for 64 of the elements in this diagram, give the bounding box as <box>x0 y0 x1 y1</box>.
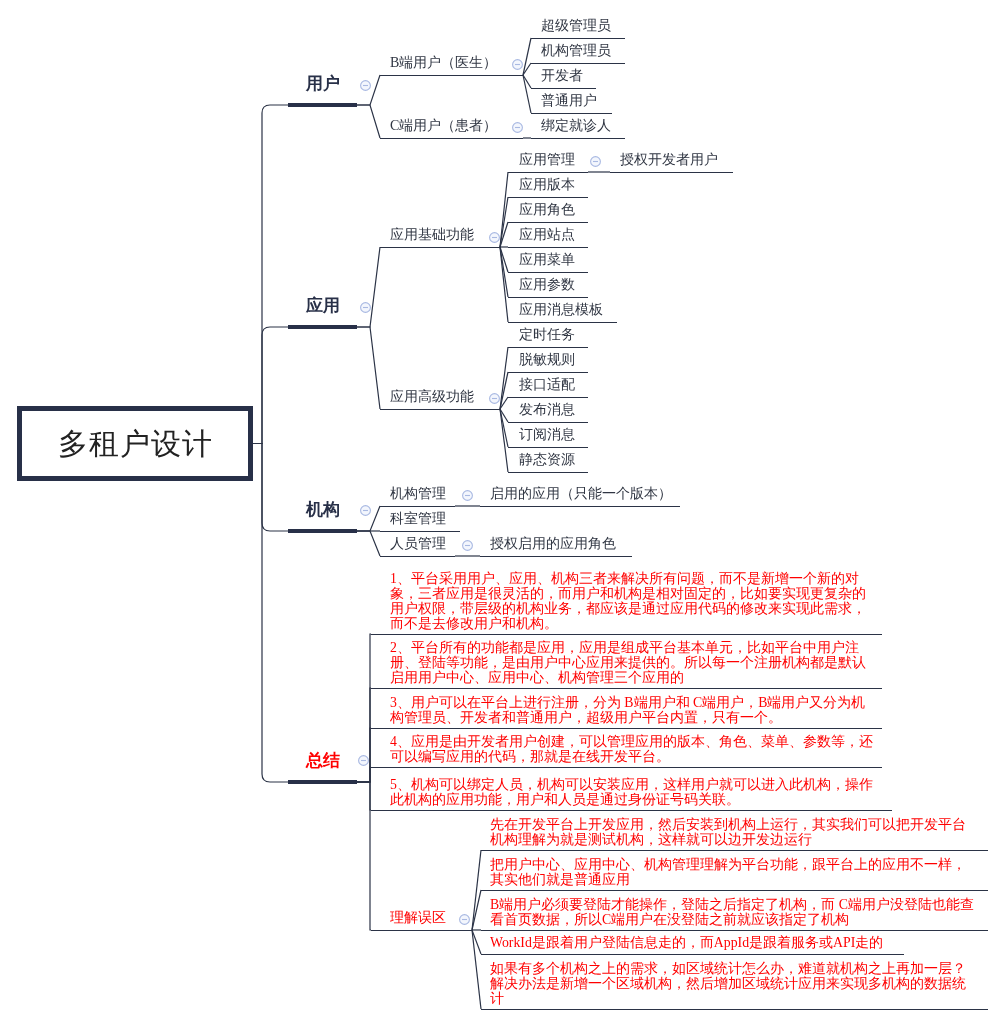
connector-line <box>471 889 482 931</box>
note-text: 1、平台采用用户、应用、机构三者来解决所有问题，而不是新增一个新的对象，三者应用是很灵活的，而用户和机构是相对固定的，比如要实现更复杂的用户权限，带层级的机构业务，都应该是通过应用代码的修改来实现此需求，而不是去修改用户和机构。 <box>371 568 882 635</box>
title-box: 多租户设计 <box>17 406 253 481</box>
topic-label: 人员管理 <box>380 532 455 557</box>
connector-line <box>522 137 532 139</box>
topic-label: 机构管理员 <box>531 39 625 64</box>
topic-label: 科室管理 <box>380 507 460 532</box>
branch-heading: 应用 <box>288 292 357 329</box>
note-text: 4、应用是由开发者用户创建，可以管理应用的版本、角色、菜单、参数等，还可以编写应用的代码，那就是在线开发平台。 <box>371 730 882 768</box>
topic-label: 应用管理 <box>508 148 588 173</box>
topic-label: 发布消息 <box>508 398 588 423</box>
topic-label: 机构管理 <box>380 482 455 507</box>
topic-label: 普通用户 <box>531 89 612 114</box>
connector-line <box>454 555 481 557</box>
topic-label: 应用版本 <box>508 173 588 198</box>
connector-line <box>499 408 509 423</box>
connector-line <box>356 326 381 410</box>
connector-line <box>499 246 509 248</box>
topic-label: 应用站点 <box>508 223 588 248</box>
connector-line <box>522 62 532 76</box>
connector-line <box>471 929 482 1010</box>
connector-line <box>522 74 532 89</box>
topic-label: 订阅消息 <box>508 423 588 448</box>
topic-label: 应用菜单 <box>508 248 588 273</box>
topic-label: 应用消息模板 <box>508 298 617 323</box>
topic-label: 开发者 <box>531 64 596 89</box>
branch-heading: 用户 <box>288 70 357 107</box>
topic-label: 应用角色 <box>508 198 588 223</box>
note-text: B端用户必须要登陆才能操作，登陆之后指定了机构，而 C端用户没登陆也能查看首页数据，所以C端用户在没登陆之前就应该指定了机构 <box>481 892 988 931</box>
connector-line <box>356 104 381 139</box>
connector-line <box>499 408 509 473</box>
connector-line <box>356 781 372 931</box>
topic-label: 超级管理员 <box>531 14 625 39</box>
note-text: 3、用户可以在平台上进行注册，分为 B端用户和 C端用户，B端用户又分为机构管理员、开发者和普通用户，超级用户平台内置，只有一个。 <box>371 690 882 729</box>
topic-label: 绑定就诊人 <box>531 114 625 139</box>
connector-line <box>499 396 509 410</box>
connector-line <box>499 246 509 323</box>
connector-line <box>522 74 532 114</box>
topic-label: 授权开发者用户 <box>610 148 733 173</box>
branch-heading: 机构 <box>288 496 357 533</box>
note-text: 2、平台所有的功能都是应用，应用是组成平台基本单元，比如平台中用户注册、登陆等功能，是由用户中心应用来提供的。所以每一个注册机构都是默认启用用户中心、应用中心、机构管理三个应用的 <box>371 636 882 689</box>
connector-line <box>471 849 482 931</box>
connector-line <box>356 530 381 557</box>
branch-heading: 总结 <box>288 747 357 784</box>
topic-label: 脱敏规则 <box>508 348 588 373</box>
topic-label: 应用参数 <box>508 273 588 298</box>
topic-label: 授权启用的应用角色 <box>480 532 632 557</box>
topic-label: 静态资源 <box>508 448 588 473</box>
connector-line <box>454 505 481 507</box>
connector-line <box>471 929 482 955</box>
note-text: 把用户中心、应用中心、机构管理理解为平台功能，跟平台上的应用不一样，其实他们就是普通应用 <box>481 852 988 891</box>
connector-line <box>499 221 509 248</box>
connector-line <box>587 171 611 173</box>
note-text: 如果有多个机构之上的需求，如区域统计怎么办，难道就机构之上再加一层？解决办法是新增一个区域机构，然后增加区域统计应用来实现多机构的数据统计 <box>481 956 988 1010</box>
topic-label: 定时任务 <box>508 323 588 348</box>
connector-line <box>499 371 509 410</box>
note-text: 5、机构可以绑定人员，机构可以安装应用，这样用户就可以进入此机构，操作此机构的应用功能，用户和人员是通过身份证号码关联。 <box>371 769 892 811</box>
topic-label: 接口适配 <box>508 373 588 398</box>
connector-line <box>499 171 509 248</box>
note-text: 先在开发平台上开发应用，然后安装到机构上运行，其实我们可以把开发平台机构理解为就是测试机构，这样就可以边开发边运行 <box>481 812 988 851</box>
topic-label: 启用的应用（只能一个版本） <box>480 482 680 507</box>
note-text: WorkId是跟着用户登陆信息走的，而AppId是跟着服务或API走的 <box>481 932 904 955</box>
connector-line <box>522 37 532 76</box>
connector-line <box>471 929 482 931</box>
